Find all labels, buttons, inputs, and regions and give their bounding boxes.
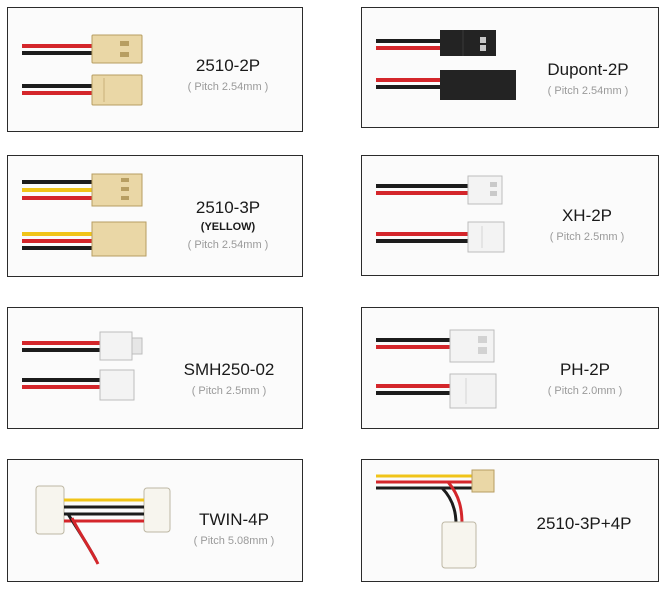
connector-pitch: ( Pitch 5.08mm ) — [193, 535, 275, 547]
connector-label: TWIN-4P ( Pitch 5.08mm ) — [168, 510, 300, 548]
connector-label: SMH250-02 ( Pitch 2.5mm ) — [158, 360, 300, 398]
connector-card-2510-2p: 2510-2P ( Pitch 2.54mm ) — [7, 7, 303, 132]
connector-card-2510-3p: 2510-3P (YELLOW) ( Pitch 2.54mm ) — [7, 155, 303, 277]
connector-card-2510-3p-4p: 2510-3P+4P — [361, 459, 659, 582]
connector-image — [22, 173, 147, 257]
connector-name: XH-2P — [561, 206, 613, 225]
connector-label: PH-2P ( Pitch 2.0mm ) — [514, 360, 656, 398]
connector-name: 2510-3P+4P — [536, 514, 632, 533]
connector-label: 2510-3P (YELLOW) ( Pitch 2.54mm ) — [158, 198, 298, 252]
connector-pitch: ( Pitch 2.5mm ) — [191, 385, 267, 397]
connector-image — [376, 329, 497, 409]
connector-pitch: ( Pitch 2.0mm ) — [547, 385, 623, 397]
connector-card-dupont-2p: Dupont-2P ( Pitch 2.54mm ) — [361, 7, 659, 128]
connector-label: 2510-3P+4P — [512, 514, 656, 534]
connector-card-smh250-02: SMH250-02 ( Pitch 2.5mm ) — [7, 307, 303, 429]
connector-label: 2510-2P ( Pitch 2.54mm ) — [158, 56, 298, 94]
connector-color-note: (YELLOW) — [200, 221, 256, 233]
connector-pitch: ( Pitch 2.54mm ) — [187, 239, 269, 251]
connector-label: XH-2P ( Pitch 2.5mm ) — [518, 206, 656, 244]
connector-image — [376, 175, 505, 253]
connector-image — [376, 30, 516, 100]
connector-name: SMH250-02 — [183, 360, 275, 379]
connector-name: Dupont-2P — [547, 60, 629, 79]
connector-image — [35, 485, 171, 565]
connector-pitch: ( Pitch 2.5mm ) — [549, 231, 625, 243]
connector-name: PH-2P — [559, 360, 611, 379]
connector-card-xh-2p: XH-2P ( Pitch 2.5mm ) — [361, 155, 659, 276]
connector-card-twin-4p: TWIN-4P ( Pitch 5.08mm ) — [7, 459, 303, 582]
connector-image — [22, 34, 143, 106]
connector-image — [376, 469, 495, 569]
connector-card-ph-2p: PH-2P ( Pitch 2.0mm ) — [361, 307, 659, 429]
connector-label: Dupont-2P ( Pitch 2.54mm ) — [520, 60, 656, 98]
connector-name: 2510-3P — [195, 198, 261, 217]
connector-pitch: ( Pitch 2.54mm ) — [187, 81, 269, 93]
connector-pitch: ( Pitch 2.54mm ) — [547, 85, 629, 97]
connector-image — [22, 331, 143, 401]
connector-name: 2510-2P — [195, 56, 261, 75]
connector-name: TWIN-4P — [199, 510, 269, 529]
